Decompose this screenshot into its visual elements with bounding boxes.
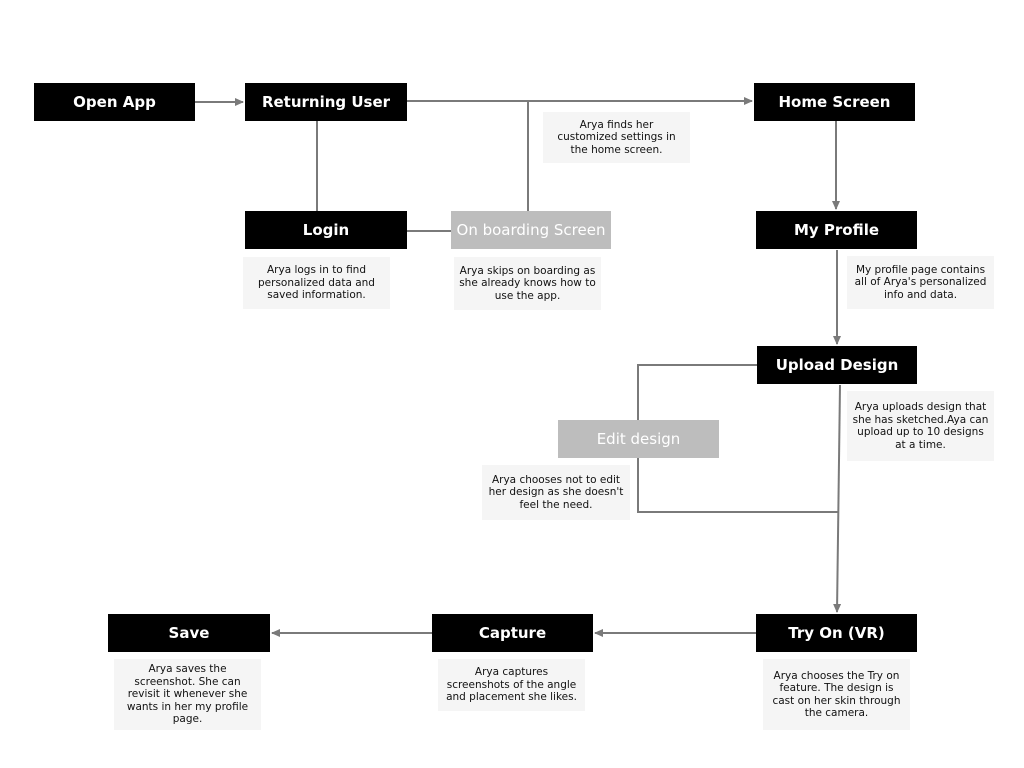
node-try-on: Try On (VR)	[756, 614, 917, 652]
connector-edit-merge	[637, 458, 838, 513]
note-my-profile: My profile page contains all of Arya's p…	[847, 256, 994, 309]
note-upload-design: Arya uploads design that she has sketche…	[847, 391, 994, 461]
node-edit-design: Edit design	[558, 420, 719, 458]
note-capture: Arya captures screenshots of the angle a…	[438, 659, 585, 711]
node-login: Login	[245, 211, 407, 249]
note-edit-design: Arya chooses not to edit her design as s…	[482, 465, 630, 520]
node-save: Save	[108, 614, 270, 652]
node-returning-user: Returning User	[245, 83, 407, 121]
note-save: Arya saves the screenshot. She can revis…	[114, 659, 261, 730]
node-capture: Capture	[432, 614, 593, 652]
connector-upload-tryon	[833, 384, 842, 613]
node-onboarding-screen: On boarding Screen	[451, 211, 611, 249]
node-my-profile: My Profile	[756, 211, 917, 249]
node-upload-design: Upload Design	[757, 346, 917, 384]
connector-upload-edit	[637, 364, 757, 420]
note-onboarding: Arya skips on boarding as she already kn…	[454, 257, 601, 310]
node-home-screen: Home Screen	[754, 83, 915, 121]
node-open-app: Open App	[34, 83, 195, 121]
note-home-settings: Arya finds her customized settings in th…	[543, 112, 690, 163]
note-login: Arya logs in to find personalized data a…	[243, 257, 390, 309]
note-try-on: Arya chooses the Try on feature. The des…	[763, 659, 910, 730]
